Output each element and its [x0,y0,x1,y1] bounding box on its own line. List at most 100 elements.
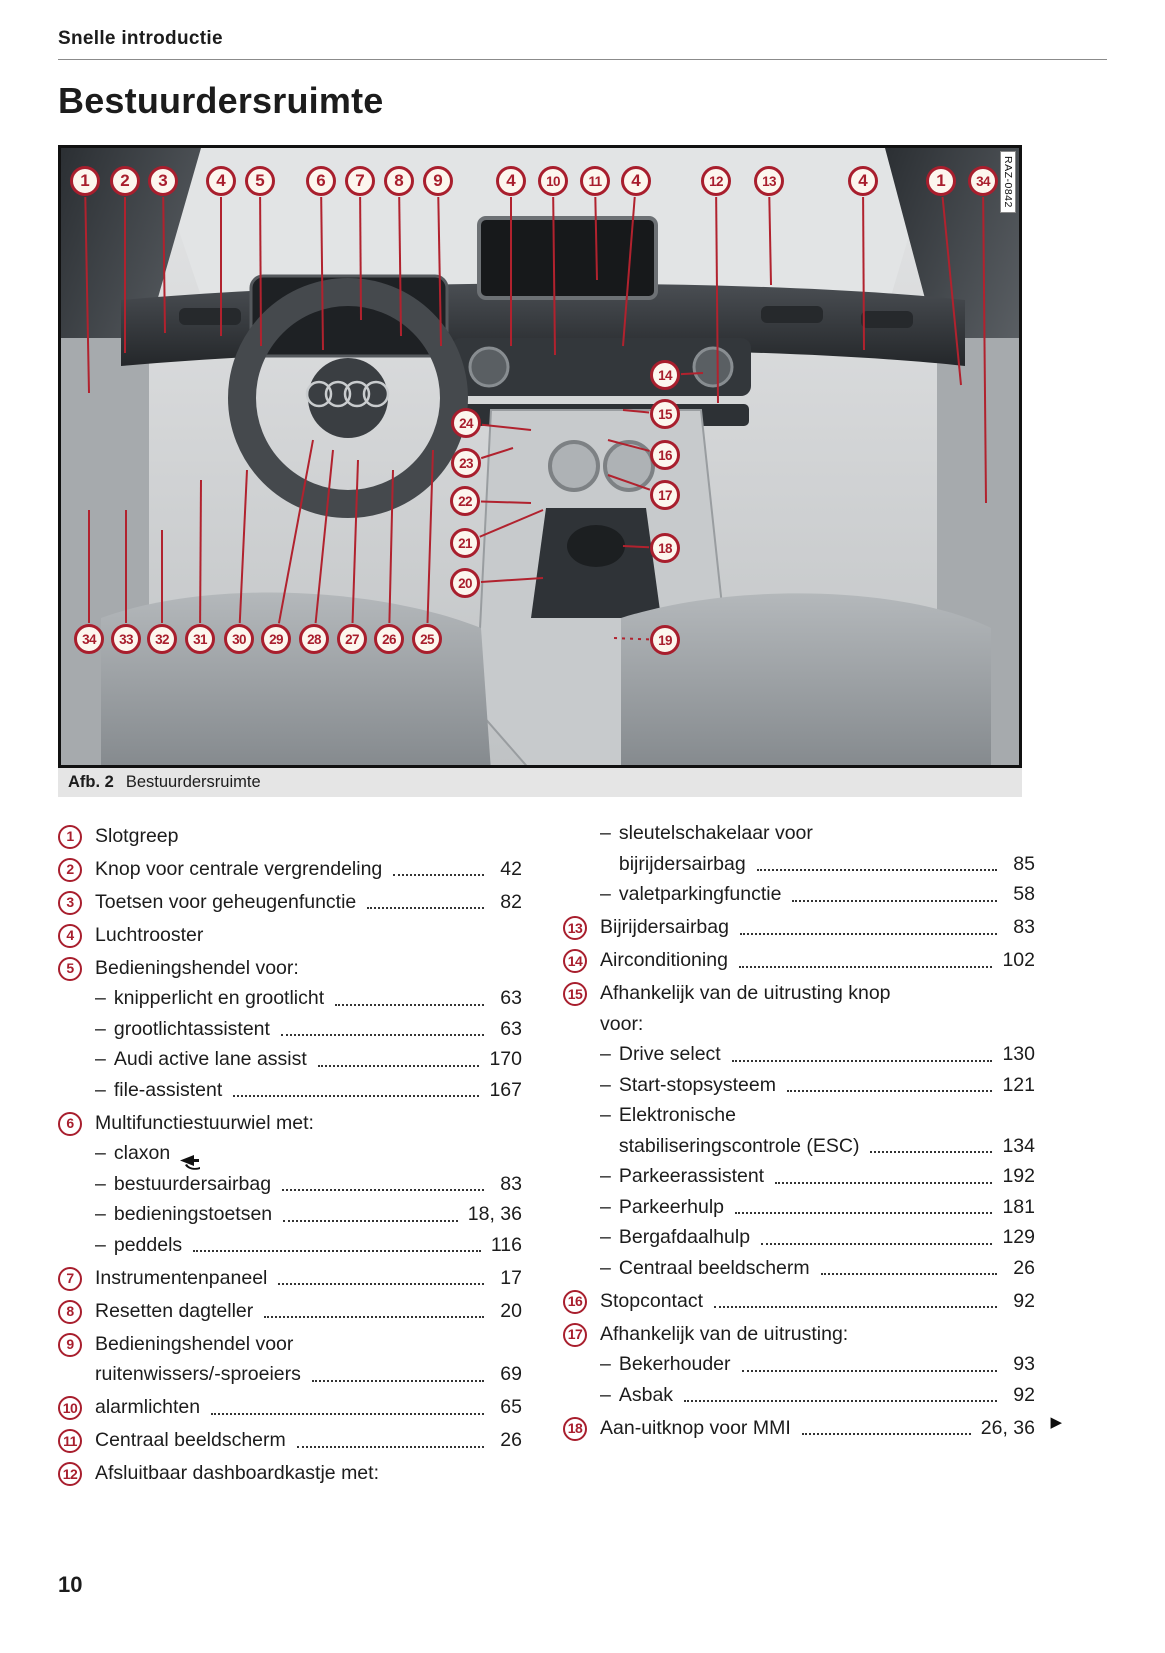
callout-line-27 [351,459,359,624]
legend-text: bestuurdersairbag [113,1172,272,1195]
dot-leader [775,1181,993,1184]
legend-number-badge: 3 [58,890,82,915]
dash-bullet: – [600,1043,611,1065]
legend-number-badge: 11 [58,1429,82,1453]
dot-leader [282,1189,484,1191]
legend-number-badge: 17 [563,1322,587,1347]
callout-22: 22 [450,486,480,516]
callout-24: 24 [451,408,481,438]
legend-text: alarmlichten [95,1396,201,1418]
callout-line-19 [612,637,650,641]
legend-text: Knop voor centrale vergrendeling [95,857,383,880]
callout-line-13 [768,196,772,286]
dot-leader [761,1242,993,1245]
page-ref: 82 [500,890,522,913]
callout-line-30 [238,469,248,624]
callout-21: 21 [450,528,480,558]
page-ref: 192 [1002,1165,1035,1187]
page-ref: 92 [1013,1289,1035,1312]
callout-2: 2 [110,166,140,196]
callout-29: 29 [261,624,291,654]
dot-leader [264,1316,484,1318]
page-ref: 167 [489,1078,522,1101]
legend-text: Luchtrooster [95,923,204,946]
legend-text: Bergafdaalhulp [618,1226,751,1248]
dot-leader [283,1219,458,1222]
callout-25: 25 [412,624,442,654]
callout-4: 4 [496,166,526,196]
legend-number-badge: 16 [563,1289,587,1314]
callout-19: 19 [650,625,680,655]
callout-17: 17 [650,480,680,510]
legend-entry-body: bestuurdersairbag 83 [114,1169,522,1200]
legend-text: Start-stopsysteem [618,1073,776,1096]
dash-bullet: – [95,987,106,1009]
dash-bullet: – [95,1172,106,1195]
dash-bullet: – [95,1142,106,1164]
dot-leader [820,1273,997,1275]
legend-number-badge: 9 [58,1332,82,1357]
callout-5: 5 [245,166,275,196]
continuation-arrow-icon: ▶ [1050,1413,1062,1431]
page-ref: 83 [500,1172,522,1195]
callout-6: 6 [306,166,336,196]
legend-subitem: –claxon [58,1138,522,1170]
legend-text: Resetten dagteller [95,1299,254,1322]
callout-32: 32 [147,624,177,654]
callout-line-23 [480,447,514,460]
dash-bullet: – [600,1353,611,1375]
page-ref: 20 [500,1299,522,1322]
legend-entry-body: Afhankelijk van de uitrusting: [600,1319,1035,1350]
dot-leader [280,1034,484,1036]
callout-10: 10 [538,166,568,196]
callout-11: 11 [580,166,610,196]
legend-text: file-assistent [113,1078,223,1101]
dash-bullet: – [600,1165,611,1187]
page-ref: 93 [1013,1353,1035,1375]
dash-bullet: – [95,1017,106,1040]
callout-15: 15 [650,399,680,429]
legend-subitem: –bestuurdersairbag 83 [58,1169,522,1200]
callout-4: 4 [848,166,878,196]
legend-number-badge: 14 [563,949,587,973]
callout-line-4 [862,196,865,351]
legend-text: bedieningstoetsen [113,1203,273,1225]
callout-line-11 [594,196,598,281]
callout-30: 30 [224,624,254,654]
callout-line-21 [479,509,544,538]
legend-text: Drive select [618,1043,721,1065]
callout-20: 20 [450,568,480,598]
page-ref: 130 [1002,1043,1035,1065]
callout-line-24 [481,423,532,431]
